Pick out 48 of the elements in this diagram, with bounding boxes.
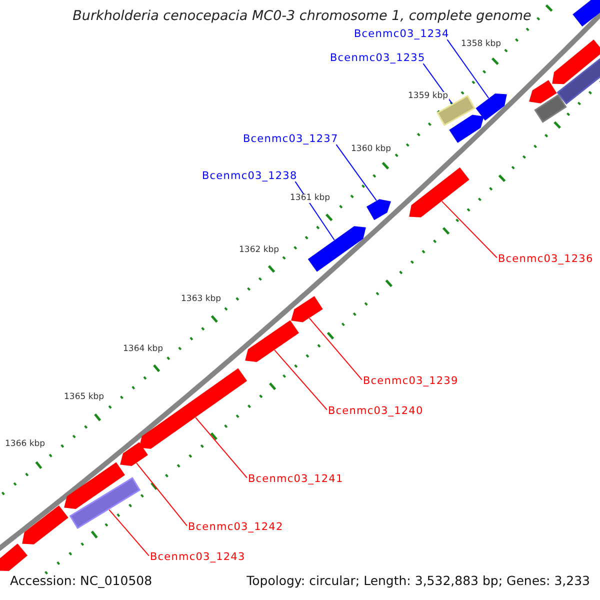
position-label: 1359 kbp [407, 92, 450, 102]
gene-block [22, 505, 68, 544]
gene-label: Bcenmc03_1243 [150, 552, 246, 564]
title: Burkholderia cenocepacia MC0-3 chromosome 1, complete genome [72, 9, 532, 24]
gene-block [409, 167, 470, 218]
leader-line [274, 350, 328, 410]
gene-label: Bcenmc03_1238 [202, 171, 298, 183]
gene-label: Bcenmc03_1240 [328, 406, 424, 418]
position-label: 1365 kbp [63, 393, 106, 402]
gene-block [139, 368, 248, 449]
gene-block [366, 199, 391, 220]
gene-block [529, 80, 557, 104]
leader-line [195, 417, 248, 478]
leader-line [336, 144, 377, 202]
gene-block [308, 226, 366, 272]
leader-line [108, 509, 150, 556]
leader-line [441, 200, 498, 258]
gene-label: Bcenmc03_1239 [363, 376, 458, 388]
position-label: 1360 kbp [350, 145, 392, 154]
gene-label: Bcenmc03_1235 [330, 53, 426, 65]
leader-line [308, 318, 362, 380]
gene-block [449, 114, 484, 143]
gene-block [291, 296, 323, 322]
leader-line [136, 462, 188, 526]
gene-bar [534, 94, 567, 123]
gene-label: Bcenmc03_1237 [243, 134, 338, 146]
gene-label: Bcenmc03_1236 [498, 254, 594, 266]
leader-line [446, 39, 490, 99]
accession-text: Accession: NC_010508 [10, 574, 152, 588]
gene-label: Bcenmc03_1241 [248, 474, 344, 486]
position-label: 1361 kbp [289, 194, 332, 204]
gene-label: Bcenmc03_1242 [188, 522, 284, 534]
gene-block [552, 40, 600, 84]
gene-block [572, 0, 600, 27]
position-label: 1363 kbp [180, 295, 222, 304]
gene-block [120, 442, 148, 466]
position-label: 1364 kbp [122, 345, 164, 354]
genome-info-text: Topology: circular; Length: 3,532,883 bp; Genes: 3,233 [246, 574, 590, 588]
gene-label: Bcenmc03_1234 [354, 29, 450, 41]
gene-bar [69, 477, 141, 529]
gene-block [476, 94, 507, 121]
gene-block [0, 544, 28, 572]
position-label: 1358 kbp [460, 40, 502, 50]
gene-block [245, 320, 299, 362]
gene-block [64, 462, 126, 509]
gene-bar [556, 57, 600, 105]
position-label: 1366 kbp [4, 440, 46, 450]
position-label: 1362 kbp [238, 246, 280, 256]
